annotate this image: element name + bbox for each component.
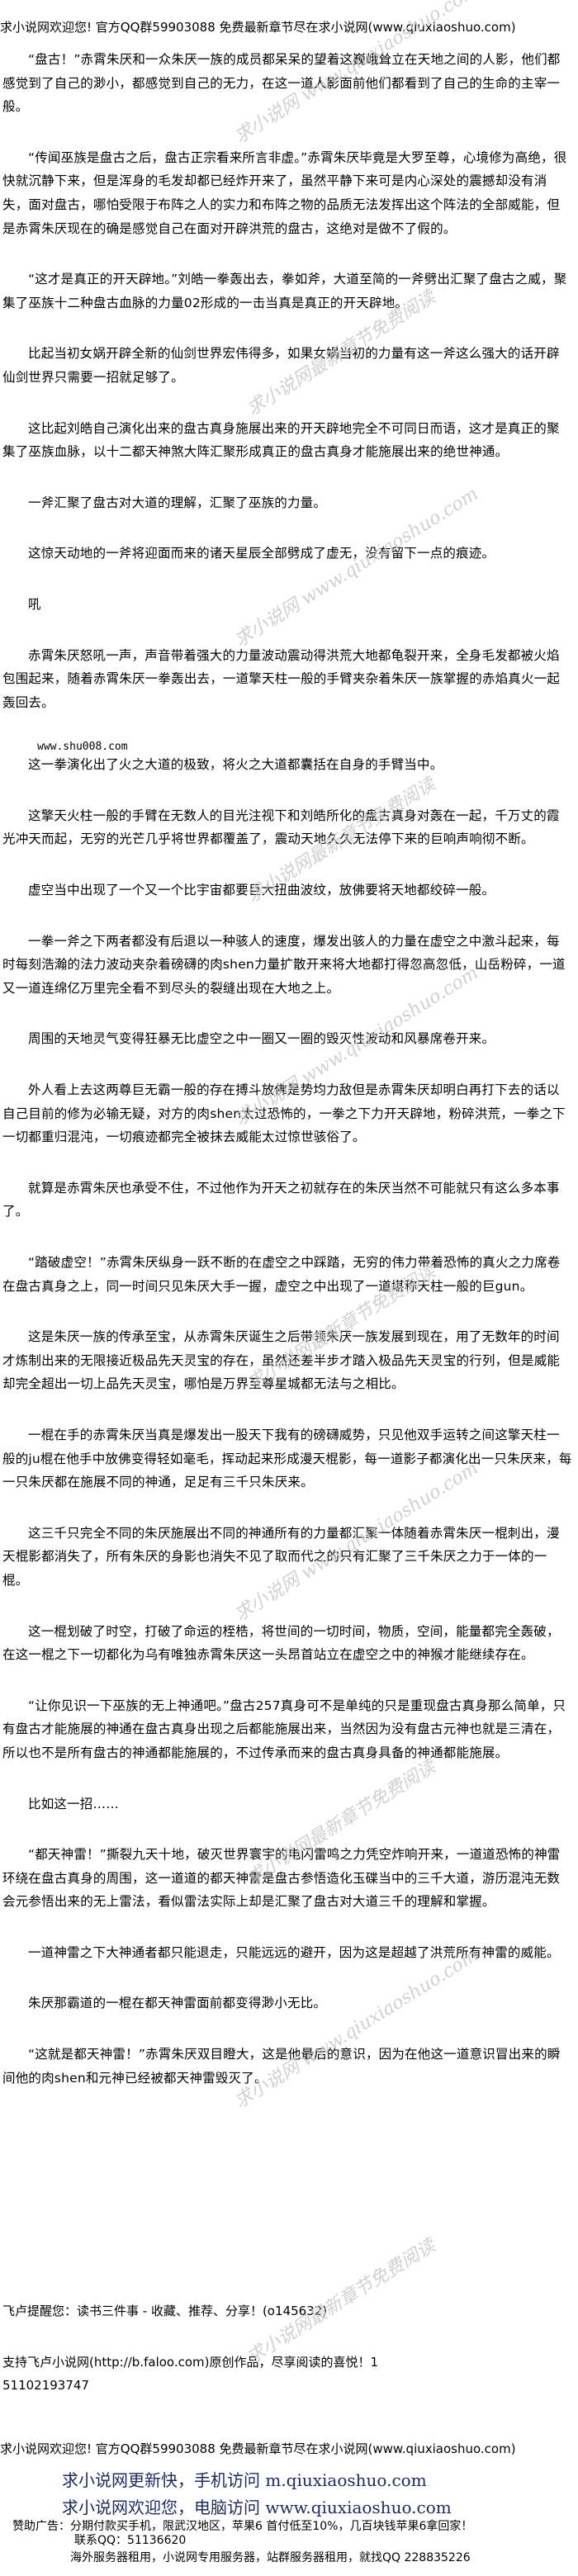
- sponsor-contact-qq: 联系QQ：51136620: [74, 2534, 187, 2547]
- paragraph: 就算是赤霄朱厌也承受不住，不过他作为开天之初就存在的朱厌当然不可能就只有这么多本…: [2, 1180, 560, 1219]
- paragraph: 这比起刘皓自己演化出来的盘古真身施展出来的开天辟地完全不可同日而语，这才是真正的…: [2, 420, 560, 460]
- paragraph: 外人看上去这两尊巨无霸一般的存在搏斗放佛是势均力敌但是赤霄朱厌却明白再打下去的话…: [2, 1082, 566, 1145]
- paragraph: 比起当初女娲开辟全新的仙剑世界宏伟得多，如果女娲当初的力量有这一斧这么强大的话开…: [2, 346, 560, 385]
- paragraph: “让你见识一下巫族的无上神通吧。”盘古257真身可不是单纯的只是重现盘古真身那么…: [2, 1698, 566, 1760]
- site-header-banner: 求小说网欢迎您! 官方QQ群59903088 免费最新章节尽在求小说网(www.…: [0, 20, 516, 35]
- paragraph: “传闻巫族是盘古之后，盘古正宗看来所言非虚。”赤霄朱厌毕竟是大罗至尊，心境修为高…: [2, 149, 567, 236]
- paragraph: 一棍在手的赤霄朱厌当真是爆发出一股天下我有的磅礴威势，只见他双手运转之间这擎天柱…: [2, 1427, 572, 1490]
- paragraph: 这一拳演化出了火之大道的极致，将火之大道都囊括在自身的手臂当中。: [28, 757, 443, 773]
- paragraph: “踏破虚空！”赤霄朱厌纵身一跃不断的在虚空之中踩踏，无穷的伟力带着恐怖的真火之力…: [2, 1255, 561, 1294]
- paragraph: “盘古！”赤霄朱厌和一众朱厌一族的成员都呆呆的望着这巍峨耸立在天地之间的人影，他…: [2, 52, 561, 115]
- paragraph: 一斧汇聚了盘古对大道的理解，汇聚了巫族的力量。: [28, 495, 327, 510]
- paragraph: “这才是真正的开天辟地。”刘皓一拳轰出去，拳如斧，大道至简的一斧劈出汇聚了盘古之…: [2, 272, 567, 310]
- paragraph: 周围的天地灵气变得狂暴无比虚空之中一圈又一圈的毁灭性波动和风暴席卷开来。: [28, 1031, 495, 1047]
- sponsor-ad[interactable]: 赞助广告：分期付款买手机，限武汉地区，苹果6 首付低至10%，几百块钱苹果6拿回…: [12, 2520, 473, 2533]
- paragraph: 这擎天火柱一般的手臂在无数人的目光注视下和刘皓所化的盘古真身对轰在一起，千万丈的…: [2, 807, 560, 847]
- watermark-text: 求小说网最新章节免费阅读: [243, 2235, 439, 2369]
- paragraph: 比如这一招……: [28, 1796, 119, 1811]
- paragraph: 这三千只完全不同的朱厌施展出不同的神通所有的力量都汇聚一体随着赤霄朱厌一棍刺出，…: [2, 1525, 560, 1588]
- paragraph: 这一棍划破了时空，打破了命运的桎梏，将世间的一切时间，物质，空间，能量都完全轰破…: [2, 1623, 560, 1663]
- paragraph: 这是朱厌一族的传承至宝，从赤霄朱厌诞生之后带领朱厌一族发展到现在，用了无数年的时…: [2, 1329, 561, 1392]
- paragraph: 吼: [28, 596, 41, 612]
- paragraph: 朱厌那霸道的一棍在都天神雷面前都变得渺小无比。: [28, 1996, 327, 2011]
- faloo-support-note: 支持飞卢小说网(http://b.faloo.com)原创作品，尽享阅读的喜悦！…: [2, 2355, 379, 2370]
- server-rental-ad[interactable]: 海外服务器租用，小说网专用服务器，站群服务器租用，就找QQ 228835226: [70, 2551, 471, 2564]
- footer-header-banner: 求小说网欢迎您! 官方QQ群59903088 免费最新章节尽在求小说网(www.…: [0, 2441, 516, 2456]
- paragraph: “都天神雷！”撕裂九天十地，破灭世界寰宇的电闪雷鸣之力凭空炸响开来，一道道恐怖的…: [2, 1847, 561, 1910]
- paragraph: 一拳一斧之下两者都没有后退以一种骇人的速度，爆发出骇人的力量在虚空之中激斗起来，…: [2, 933, 566, 996]
- desktop-access-link[interactable]: 求小说网欢迎您，电脑访问 www.qiuxiaoshuo.com: [62, 2498, 452, 2517]
- faloo-code: 51102193747: [2, 2378, 89, 2393]
- paragraph: 这惊天动地的一斧将迎面而来的诸天星辰全部劈成了虚无，没有留下一点的痕迹。: [28, 546, 495, 561]
- chapter-content: “盘古！”赤霄朱厌和一众朱厌一族的成员都呆呆的望着这巍峨耸立在天地之间的人影，他…: [2, 48, 572, 2117]
- mobile-access-link[interactable]: 求小说网更新快，手机访问 m.qiuxiaoshuo.com: [62, 2470, 427, 2490]
- paragraph: 虚空当中出现了一个又一个比宇宙都要巨大扭曲波纹，放佛要将天地都绞碎一般。: [28, 883, 495, 898]
- paragraph: 一道神雷之下大神通者都只能退走，只能远远的避开，因为这是超越了洪荒所有神雷的威能…: [28, 1944, 560, 1960]
- paragraph: 赤霄朱厌怒吼一声，声音带着强大的力量波动震动得洪荒大地都龟裂开来，全身毛发都被火…: [2, 647, 561, 710]
- inline-site-url[interactable]: www.shu008.com: [37, 741, 128, 754]
- faloo-reminder: 飞卢提醒您：读书三件事 - 收藏、推荐、分享！(o145632): [2, 2304, 328, 2318]
- paragraph: “这就是都天神雷！”赤霄朱厌双目瞪大，这是他最后的意识，因为在他这一道意识冒出来…: [2, 2047, 561, 2086]
